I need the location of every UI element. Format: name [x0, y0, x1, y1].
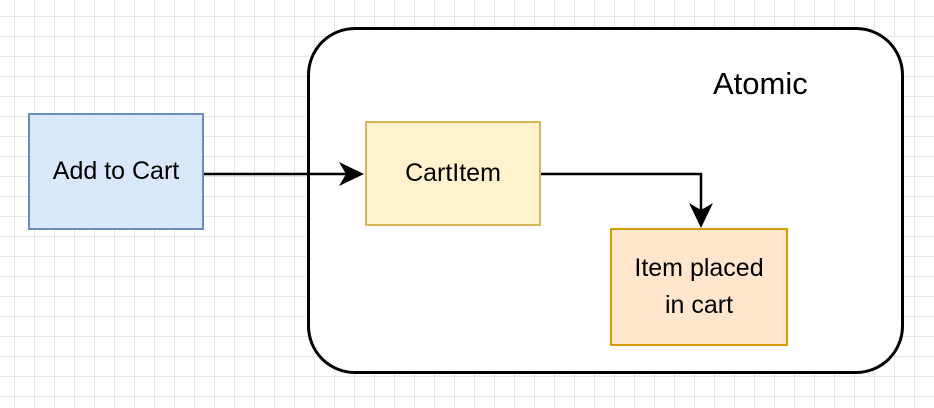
edge-cart-item-to-item-placed[interactable]: [541, 172, 713, 228]
atomic-group-title: Atomic: [713, 66, 808, 101]
add-to-cart-node[interactable]: Add to Cart: [28, 113, 204, 230]
cart-item-label: CartItem: [405, 158, 501, 187]
edge-add-to-cart-to-cart-item[interactable]: [204, 162, 364, 186]
cart-item-node[interactable]: CartItem: [365, 121, 541, 226]
arrowhead-icon: [339, 162, 364, 186]
item-placed-label: Item placed in cart: [634, 253, 764, 320]
item-placed-node[interactable]: Item placed in cart: [610, 228, 788, 346]
arrowhead-icon: [689, 203, 713, 228]
add-to-cart-label: Add to Cart: [52, 156, 180, 185]
